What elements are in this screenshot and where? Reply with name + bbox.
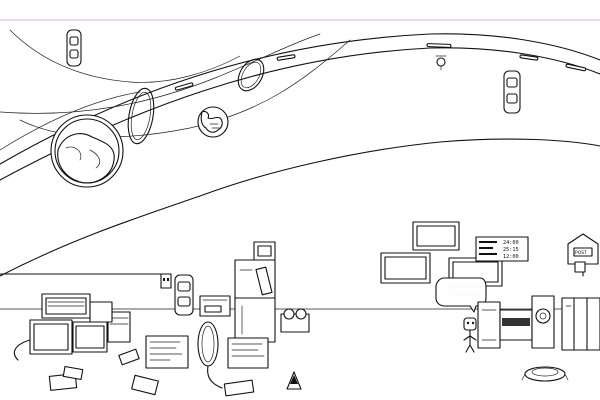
film-projector	[280, 308, 310, 333]
car-top-right	[503, 70, 521, 114]
teleport-pad	[521, 366, 569, 382]
speech-text-line-1: ᆞᆞᆞᆞᆞᆞᆞᆞᆞᆞᆞᆞᆞᆞ	[442, 285, 498, 290]
clock-row-2: 25:15	[503, 247, 519, 253]
clock-panel: 24:00 25:15 12:00	[475, 236, 529, 262]
mailbox-label: POST	[575, 250, 587, 256]
satellite	[435, 55, 447, 71]
console-car	[174, 274, 194, 316]
earth-planet	[197, 106, 229, 138]
planet-ring-outline	[127, 58, 265, 145]
dome-ceiling	[0, 138, 600, 277]
mailbox: POST	[567, 233, 599, 277]
document-sheet-1	[145, 335, 189, 369]
car-top-left	[66, 29, 82, 67]
generator-machine	[477, 295, 555, 349]
lockers	[561, 297, 600, 351]
wall-outlet	[160, 273, 172, 289]
clock-row-1: 24:00	[503, 240, 519, 246]
floor-disks	[48, 348, 255, 397]
clock-row-3: 12:00	[503, 254, 519, 260]
small-frame	[253, 241, 276, 261]
refrigerator	[234, 259, 276, 343]
track-lights	[174, 43, 587, 91]
top-bar	[0, 0, 600, 20]
desk	[199, 295, 231, 317]
player-character	[463, 317, 477, 353]
wall-screens	[380, 221, 503, 287]
cable-coil	[197, 321, 223, 389]
speech-bubble: ᆞᆞᆞᆞᆞᆞᆞᆞᆞᆞᆞᆞᆞᆞ ᆞᆞᆞᆞᆞᆞᆞᆞᆞ	[435, 277, 499, 313]
document-sheet-2	[227, 337, 269, 369]
computer-stack	[13, 293, 131, 361]
traffic-cone	[286, 371, 302, 390]
moon-planet	[50, 114, 124, 188]
speech-text-line-2: ᆞᆞᆞᆞᆞᆞᆞᆞᆞ	[442, 292, 478, 297]
